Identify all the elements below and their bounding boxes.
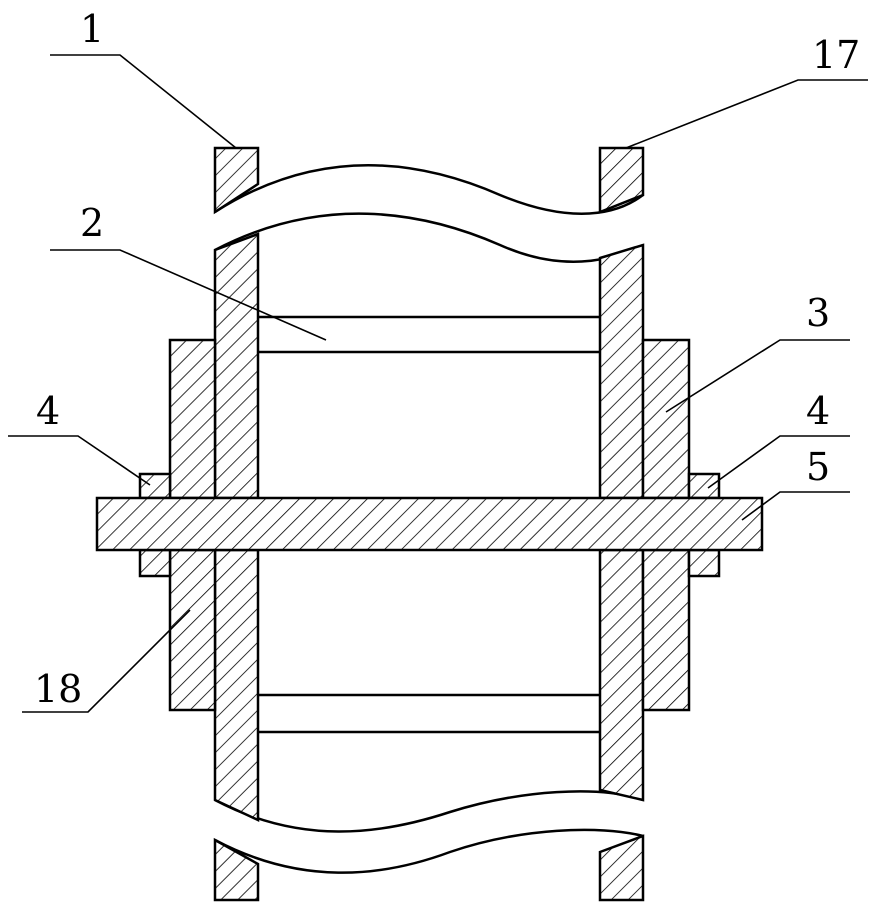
leader-17 xyxy=(626,80,868,148)
left-flange-lower xyxy=(170,550,215,710)
through-bolt xyxy=(97,498,762,550)
right-wall-top-stub xyxy=(600,148,643,212)
right-nut-lower xyxy=(689,550,719,576)
left-wall-top-stub xyxy=(215,148,258,212)
label-part-1: 1 xyxy=(80,7,104,51)
right-nut-upper xyxy=(689,474,719,498)
top-break-curve-lower xyxy=(215,214,643,262)
leader-1 xyxy=(50,55,236,148)
right-flange-upper xyxy=(643,340,689,498)
right-wall-lower xyxy=(600,550,643,800)
label-part-2: 2 xyxy=(80,201,104,245)
label-part-3: 3 xyxy=(806,291,830,335)
left-nut-upper xyxy=(140,474,170,498)
left-wall-upper xyxy=(215,234,258,498)
top-break-curve-upper xyxy=(215,165,643,214)
right-wall-bottom-stub xyxy=(600,836,643,900)
bottom-break-curve-lower xyxy=(215,830,643,873)
label-part-4-right: 4 xyxy=(806,389,830,433)
label-part-17: 17 xyxy=(812,33,860,77)
leader-4-left xyxy=(8,436,150,485)
right-wall-upper xyxy=(600,245,643,498)
left-wall-lower xyxy=(215,550,258,820)
left-nut-lower xyxy=(140,550,170,576)
label-part-18: 18 xyxy=(34,667,82,711)
label-part-5: 5 xyxy=(806,445,830,489)
right-flange-lower xyxy=(643,550,689,710)
bottom-break-curve-upper xyxy=(215,791,643,831)
leader-2 xyxy=(50,250,326,340)
label-part-4-left: 4 xyxy=(36,389,60,433)
left-flange-upper xyxy=(170,340,215,498)
